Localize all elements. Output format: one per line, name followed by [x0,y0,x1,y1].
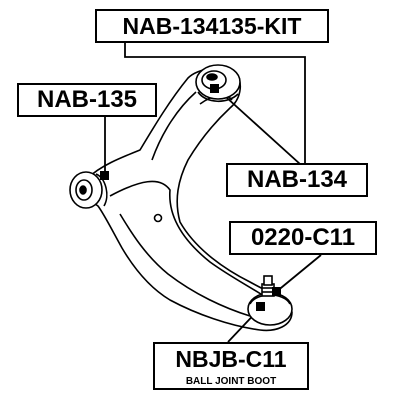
control-arm [85,67,293,332]
nbjb-part-number-label: NBJB-C11 [153,342,309,374]
ball-joint [247,275,293,326]
kit-part-number-label: NAB-134135-KIT [95,9,329,43]
arm-outline [85,67,293,332]
arm-rib-1 [151,91,197,161]
nab134-part-number-label: NAB-134 [226,163,368,197]
arm-rib-2 [109,180,271,301]
kit-bracket-line [124,43,306,172]
nab135-part-number-label: NAB-135 [17,83,157,117]
nab135-marker [100,171,109,180]
front-bushing [69,171,109,209]
nbjb-marker [256,302,265,311]
nab134-leader [215,87,301,165]
nab134-marker [210,84,219,93]
c0220-leader [275,254,322,293]
c0220-part-number-label: 0220-C11 [229,221,377,255]
arm-rib-3 [119,213,251,317]
rear-bushing [195,64,241,103]
arm-hole [153,213,163,223]
c0220-marker [272,287,281,296]
ball-joint-boot-caption: BALL JOINT BOOT [153,374,309,390]
